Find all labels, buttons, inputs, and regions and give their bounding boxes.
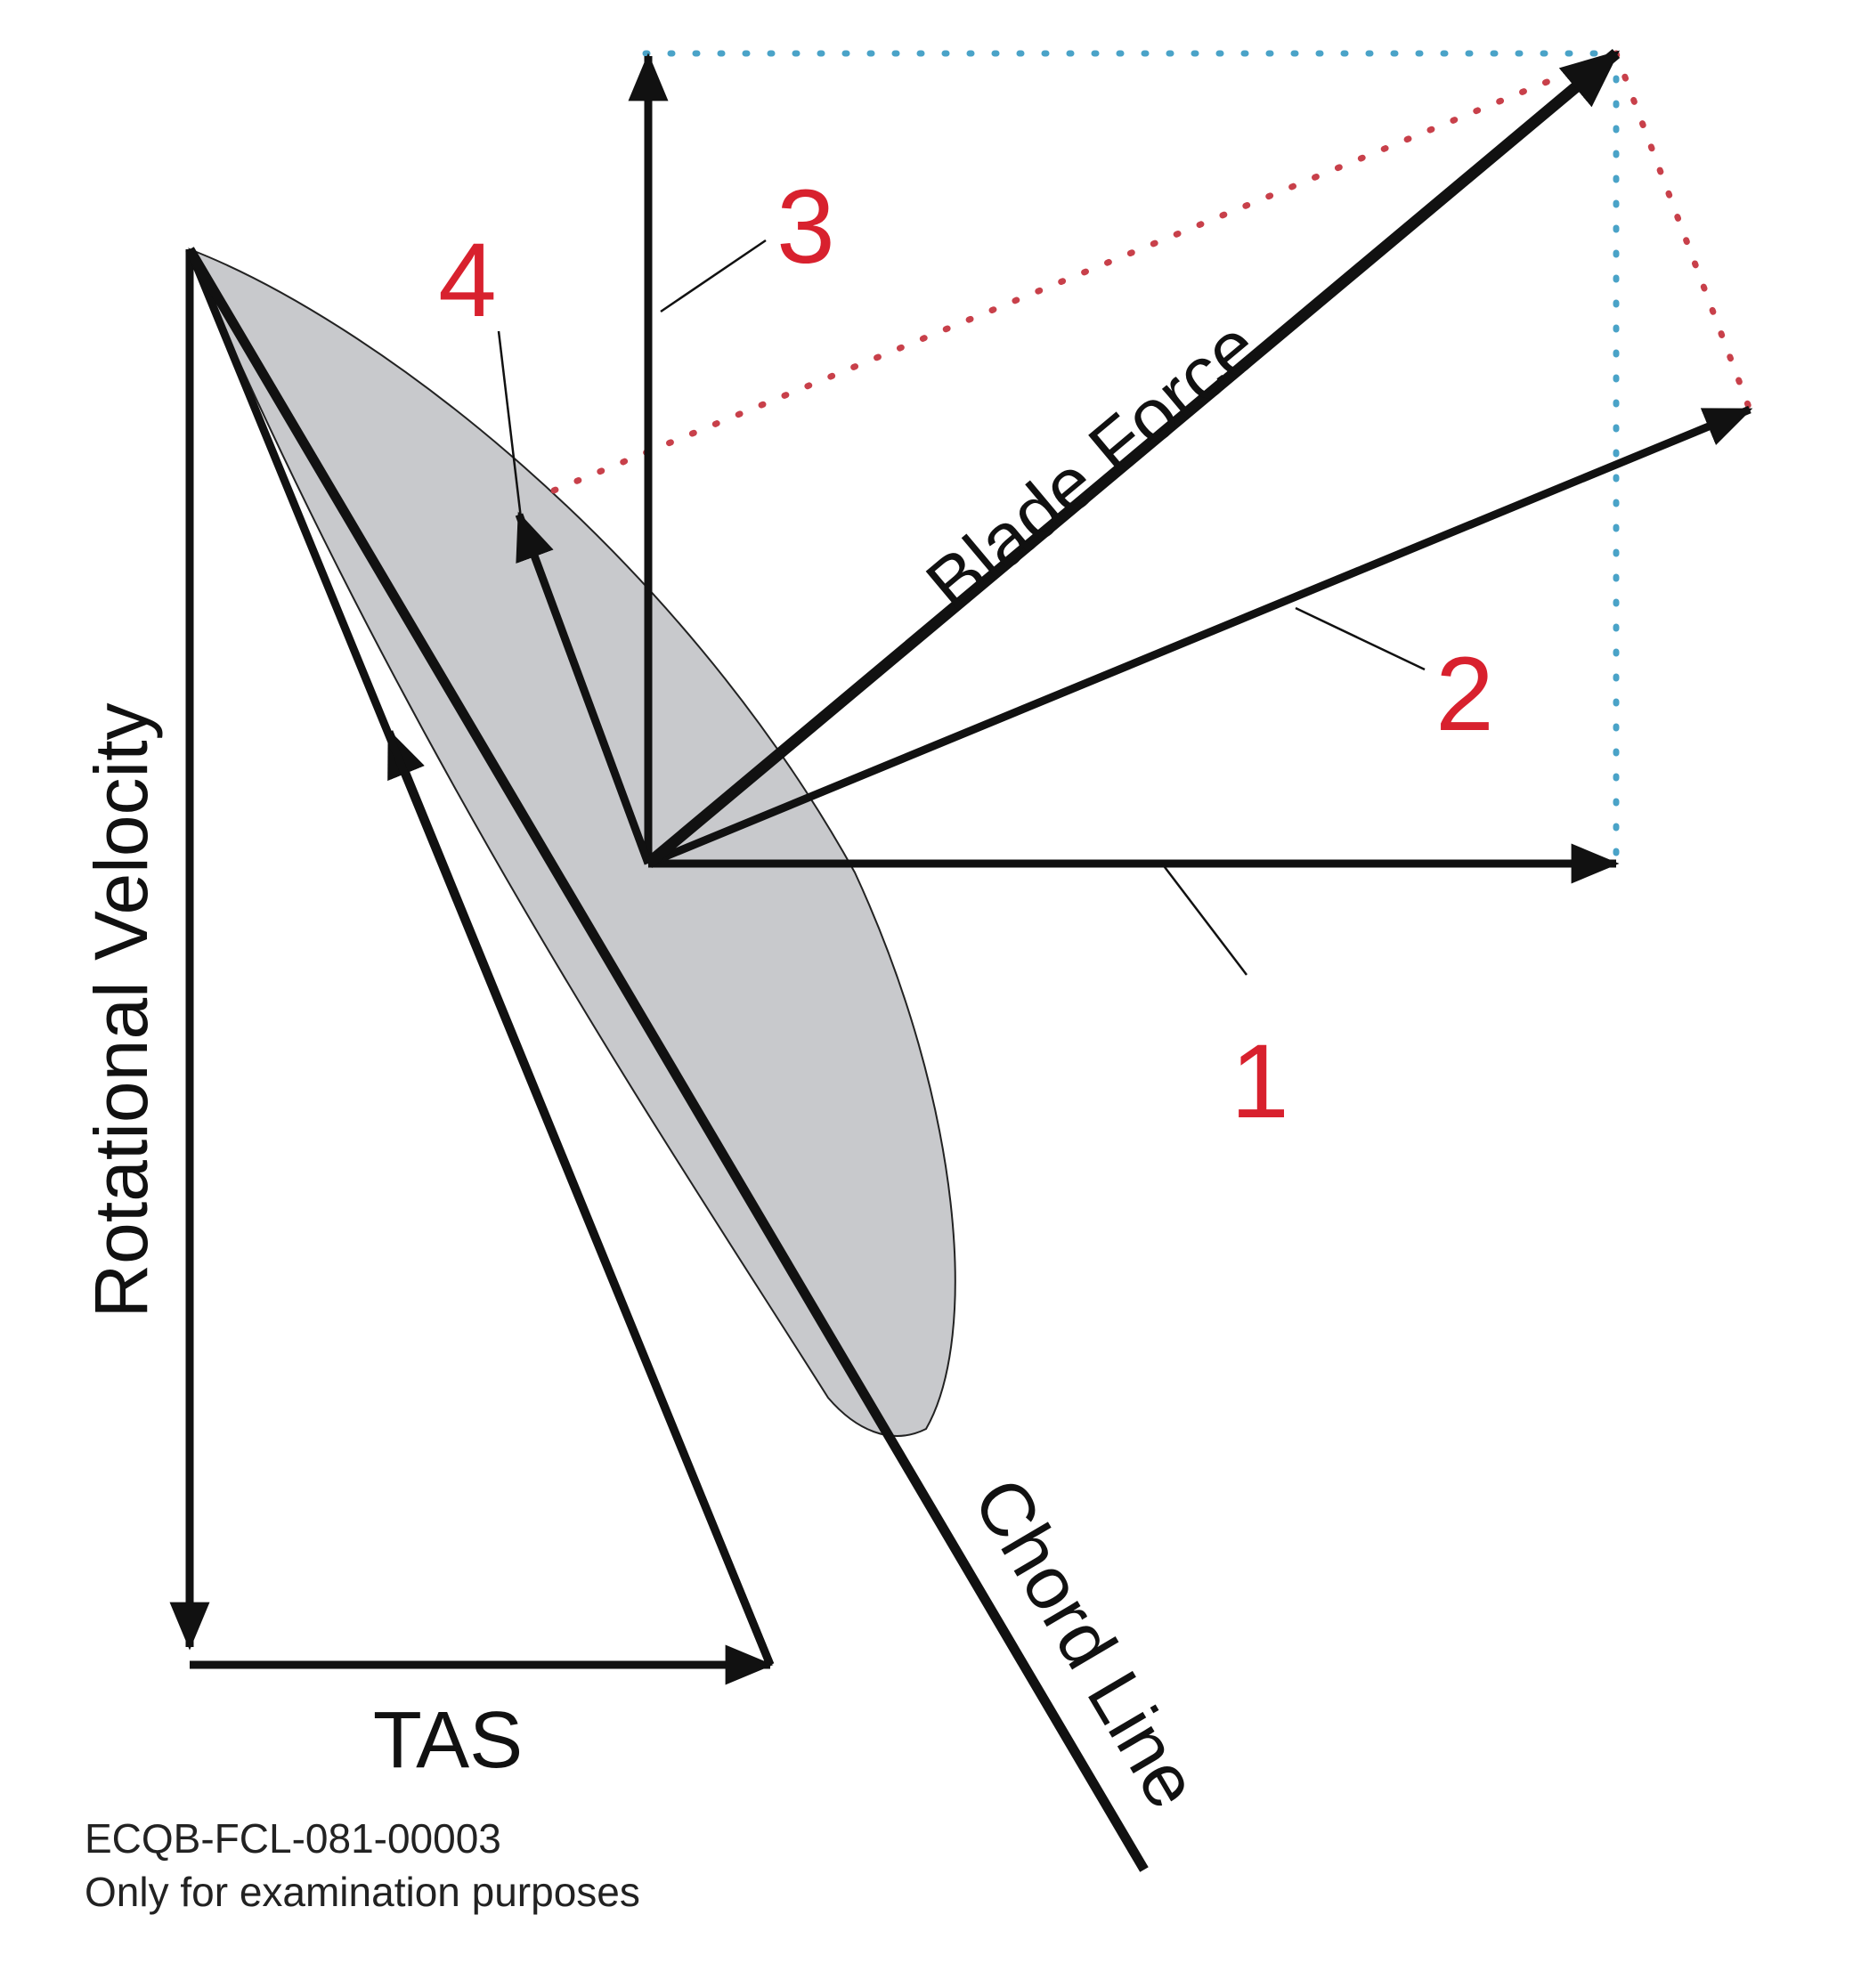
blade-edge-line <box>185 247 775 1667</box>
force-arrow-4 <box>515 511 653 865</box>
blade-section <box>188 247 956 1437</box>
marker-1: 1 <box>1231 1023 1289 1140</box>
blade-force-arrow <box>644 49 1621 868</box>
leader-line-1 <box>1161 863 1248 976</box>
rotational-velocity-label: Rotational Velocity <box>79 702 163 1318</box>
dotted-construction-red <box>531 50 1753 502</box>
force-arrow-2 <box>646 405 1753 868</box>
marker-3: 3 <box>776 168 835 286</box>
leader-line-3 <box>660 239 767 313</box>
tas-label: TAS <box>373 1696 523 1785</box>
blade-force-label: Blade Force <box>911 304 1273 627</box>
footer-code: ECQB-FCL-081-00003 <box>85 1815 501 1862</box>
leader-line-2 <box>1295 606 1426 671</box>
marker-4: 4 <box>438 222 497 339</box>
marker-2: 2 <box>1435 636 1494 753</box>
dotted-construction-blue <box>642 50 1620 867</box>
markers: 1 2 3 4 <box>438 168 1494 1140</box>
leader-line-4 <box>497 330 523 519</box>
chord-line <box>185 247 1149 1872</box>
footer-note: Only for examination purposes <box>85 1869 640 1915</box>
